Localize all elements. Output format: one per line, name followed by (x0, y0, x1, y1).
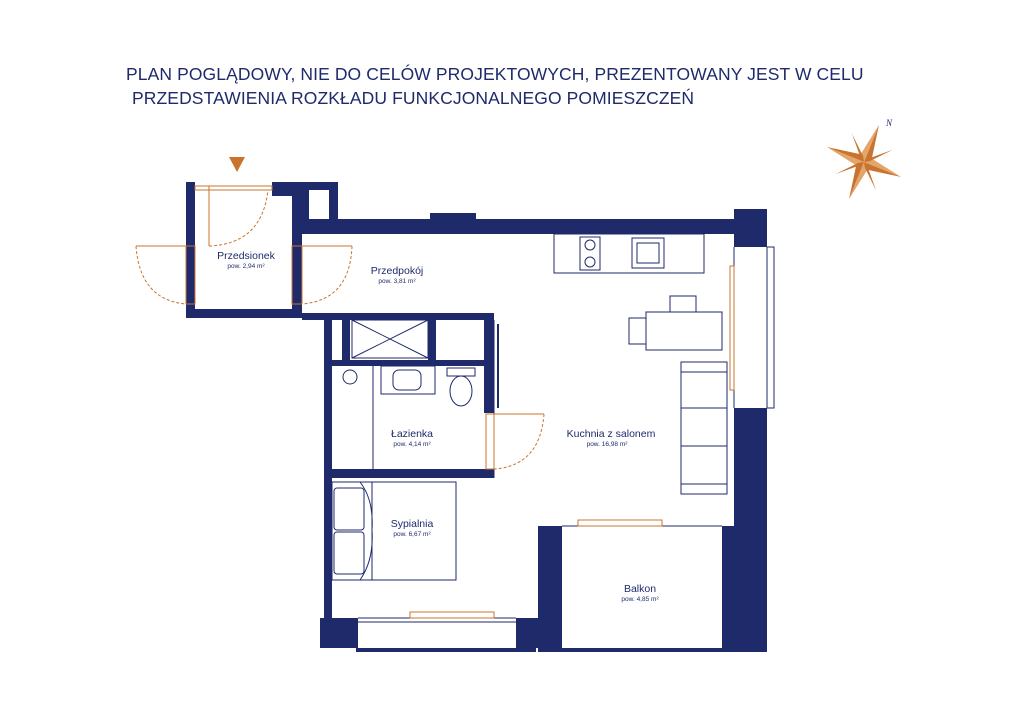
compass-rose-icon (826, 124, 902, 200)
door-swing (493, 413, 545, 470)
wall-segment (516, 618, 538, 648)
wall-segment (302, 219, 734, 234)
room-label-przedpokoj: Przedpokój pow. 3,81 m² (371, 265, 424, 285)
room-label-kuchnia-z-salonem: Kuchnia z salonem pow. 16,98 m² (567, 428, 656, 448)
washbasin-cabinet (380, 365, 436, 395)
wall-segment (302, 313, 342, 320)
room-area: pow. 2,94 m² (227, 263, 265, 270)
sofa-cushion (680, 371, 728, 409)
room-area: pow. 3,81 m² (378, 278, 416, 285)
wall-segment (734, 209, 767, 247)
room-label-lazienka: Łazienka pow. 4,14 m² (391, 428, 433, 448)
doors (135, 185, 735, 619)
sofa (680, 361, 728, 495)
bedroom-window-sill (409, 611, 495, 619)
disclaimer-header: PLAN POGLĄDOWY, NIE DO CELÓW PROJEKTOWYC… (126, 62, 906, 110)
room-label-sypialnia: Sypialnia pow. 6,67 m² (391, 518, 434, 538)
pillow (333, 531, 365, 575)
dining-table (645, 311, 723, 351)
wall-segment (538, 526, 562, 652)
room-area: pow. 4,85 m² (621, 596, 659, 603)
wall-segment (342, 313, 350, 365)
burner (584, 239, 596, 251)
bed-blanket (359, 481, 373, 581)
kitchen-sink-bowl (636, 242, 660, 264)
wall-segment (428, 313, 436, 365)
entrance-threshold (194, 185, 273, 191)
washbasin (392, 369, 422, 391)
wall-segment (186, 182, 195, 318)
room-area: pow. 16,98 m² (587, 441, 629, 448)
wall-segment (722, 526, 767, 652)
disclaimer-line-2: PRZEDSTAWIENIA ROZKŁADU FUNKCJONALNEGO P… (132, 88, 695, 108)
room-area: pow. 4,14 m² (393, 441, 431, 448)
bed (331, 481, 457, 581)
wall-segment (186, 309, 296, 318)
pillow (333, 487, 365, 531)
wall-segment (356, 648, 536, 652)
balcony-door-sill (577, 519, 663, 527)
wall-segment (430, 213, 476, 221)
walls (186, 182, 767, 652)
shower-cross (351, 319, 429, 359)
room-name: Przedpokój (371, 265, 424, 277)
wall-segment (324, 469, 494, 478)
room-label-przedsionek: Przedsionek pow. 2,94 m² (217, 250, 276, 270)
room-area: pow. 6,67 m² (393, 531, 431, 538)
room-name: Przedsionek (217, 250, 276, 262)
door-swing (301, 245, 353, 305)
room-name: Balkon (624, 583, 656, 595)
window-right (766, 246, 775, 409)
kitchen-counter (553, 233, 705, 274)
wall-segment (332, 360, 486, 366)
wall-segment (734, 408, 767, 526)
shaft (309, 190, 329, 226)
door-frame (185, 245, 196, 305)
entrance-arrow-icon (229, 157, 245, 172)
disclaimer-line-1: PLAN POGLĄDOWY, NIE DO CELÓW PROJEKTOWYC… (126, 64, 864, 84)
chair (669, 295, 697, 313)
sofa-cushion (680, 445, 728, 485)
sofa-cushion (680, 407, 728, 447)
washbasin-small (342, 369, 358, 385)
shower-tray (351, 319, 429, 359)
door-frame (291, 245, 303, 305)
burner (584, 256, 596, 268)
kitchen-sink (631, 237, 665, 269)
toilet-bowl (449, 375, 473, 407)
door-swing (208, 189, 269, 247)
room-name: Łazienka (391, 428, 433, 440)
door-frame (485, 413, 495, 470)
compass-north-label: N (885, 118, 893, 128)
wall-segment (320, 618, 358, 648)
cooktop (579, 236, 601, 271)
room-name: Kuchnia z salonem (567, 428, 656, 440)
wall-segment (324, 313, 494, 320)
wall-segment (484, 313, 494, 413)
room-name: Sypialnia (391, 518, 434, 530)
window-sill (729, 265, 735, 391)
chair (628, 317, 647, 345)
room-label-balkon: Balkon pow. 4,85 m² (621, 583, 659, 603)
wall-segment (292, 196, 302, 318)
toilet-tank (446, 367, 476, 377)
wall-segment (562, 648, 724, 652)
door-swing (135, 245, 187, 305)
